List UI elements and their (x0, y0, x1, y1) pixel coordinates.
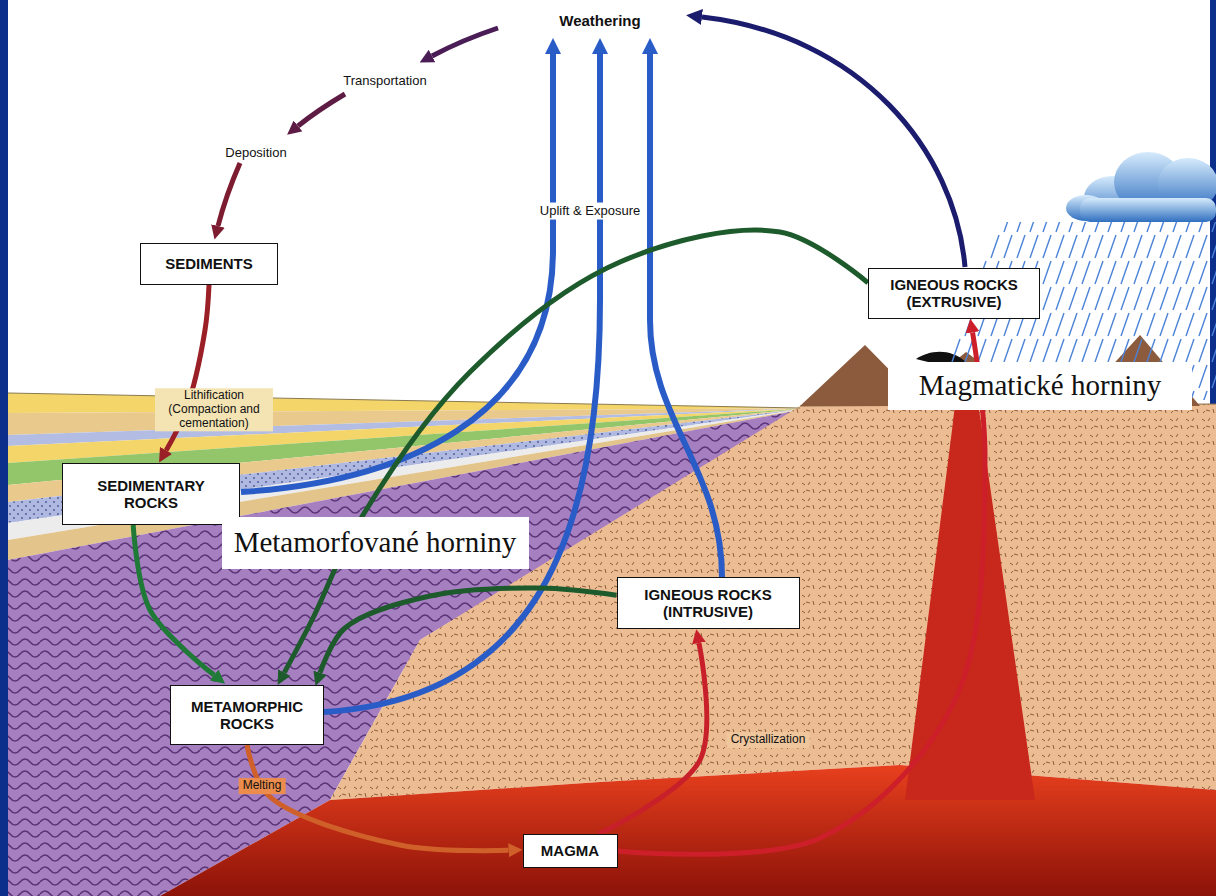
process-arrow (298, 94, 345, 126)
process-arrow (218, 163, 240, 226)
cycle-arrow (247, 745, 509, 851)
ground-surface (8, 393, 800, 408)
rain-cloud (1066, 152, 1216, 222)
node-text: Metamorfované horniny (234, 526, 517, 559)
magma-chamber (160, 765, 1216, 896)
rock-stage-box: SEDIMENTARY ROCKS (62, 463, 240, 525)
cloud-base (1080, 198, 1216, 222)
node-text: SEDIMENTS (165, 255, 253, 272)
rock-stage-box: IGNEOUS ROCKS (INTRUSIVE) (617, 577, 800, 629)
node-text: IGNEOUS ROCKS (INTRUSIVE) (641, 586, 776, 621)
node-text: MAGMA (541, 842, 599, 859)
cycle-arrow (320, 588, 616, 673)
node-text: Magmatické horniny (919, 369, 1161, 402)
rock-stage-box: IGNEOUS ROCKS (EXTRUSIVE) (868, 268, 1040, 319)
node-text: SEDIMENTARY ROCKS (86, 477, 216, 512)
process-label: Lithification (Compaction and cementatio… (155, 388, 273, 431)
process-label: Melting (239, 778, 286, 794)
process-label: Deposition (221, 145, 290, 162)
process-label: Weathering (555, 11, 644, 30)
cycle-arrow (618, 332, 986, 854)
rock-stage-box: SEDIMENTS (140, 243, 278, 285)
cycle-arrow (284, 230, 868, 673)
rock-stage-box: MAGMA (523, 834, 618, 868)
process-label: Transportation (339, 73, 430, 90)
overlay-caption-box: Metamorfované horniny (222, 517, 529, 569)
process-arrow (432, 28, 498, 56)
volcanic-conduit (905, 362, 1035, 800)
slide-frame (0, 0, 8, 896)
cycle-arrow (133, 525, 214, 675)
uplift-arrow (241, 54, 553, 492)
node-text: METAMORPHIC ROCKS (182, 698, 312, 733)
rock-stage-box: METAMORPHIC ROCKS (170, 685, 324, 745)
process-label: Uplift & Exposure (536, 203, 644, 220)
granite-zone (330, 404, 1216, 800)
cycle-arrow (599, 643, 707, 834)
uplift-arrow (650, 54, 722, 577)
process-label: Crystallization (727, 732, 810, 748)
node-text: IGNEOUS ROCKS (EXTRUSIVE) (887, 276, 1022, 311)
overlay-caption-box: Magmatické horniny (888, 362, 1192, 410)
